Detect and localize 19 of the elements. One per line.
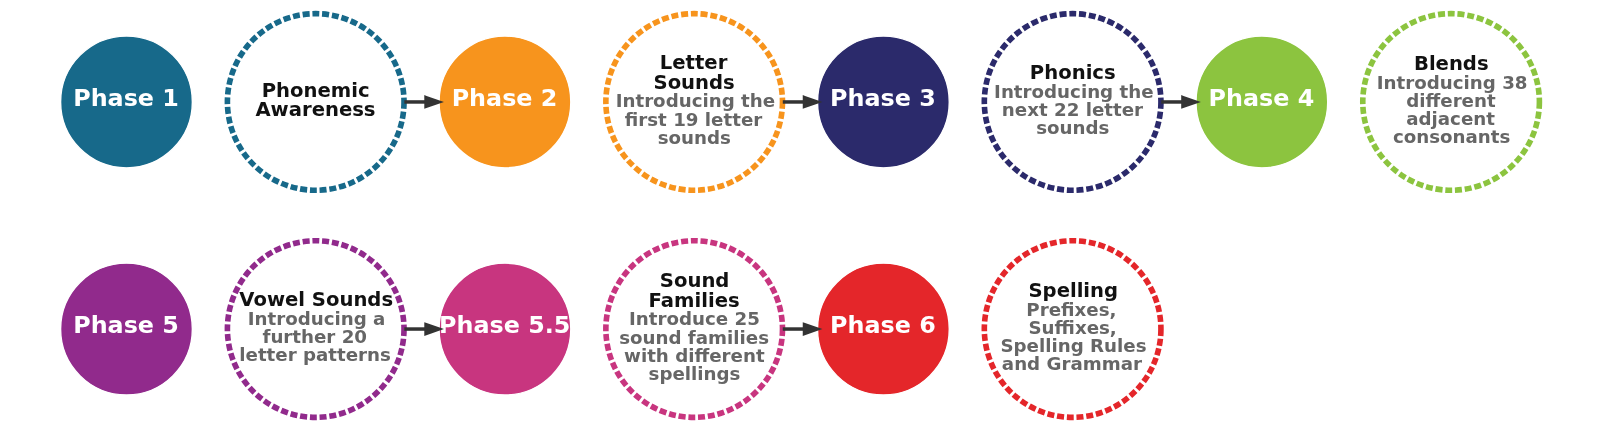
node-circle: Phase 3 (816, 35, 950, 169)
node-circle: Spelling Prefixes, Suffixes, Spelling Rules and Grammar (981, 237, 1164, 421)
node-circle: Blends Introducing 38 different adjacent consonants (1359, 10, 1543, 194)
node-circle: Phase 5 (59, 262, 194, 396)
node-circle: Phase 6 (816, 262, 950, 396)
node-circle: Phase 2 (438, 35, 572, 169)
arrow (1161, 95, 1201, 109)
node-circle: Phonemic Awareness (224, 10, 407, 194)
node-circle: Vowel Sounds Introducing a further 20 letter patterns (224, 237, 407, 421)
node-circle: Phase 5.5 (438, 262, 572, 396)
arrow (404, 322, 444, 336)
node-circle: Phase 1 (59, 35, 194, 169)
arrow (782, 95, 823, 109)
arrow (782, 322, 823, 336)
node-circle: Phonics Introducing the next 22 letter sounds (981, 10, 1164, 194)
node-circle: Sound Families Introduce 25 sound families with different spellings (603, 237, 786, 421)
node-circle: Phase 4 (1195, 35, 1329, 169)
arrow (404, 95, 444, 109)
node-circle: Letter Sounds Introducing the first 19 letter sounds (603, 10, 786, 194)
